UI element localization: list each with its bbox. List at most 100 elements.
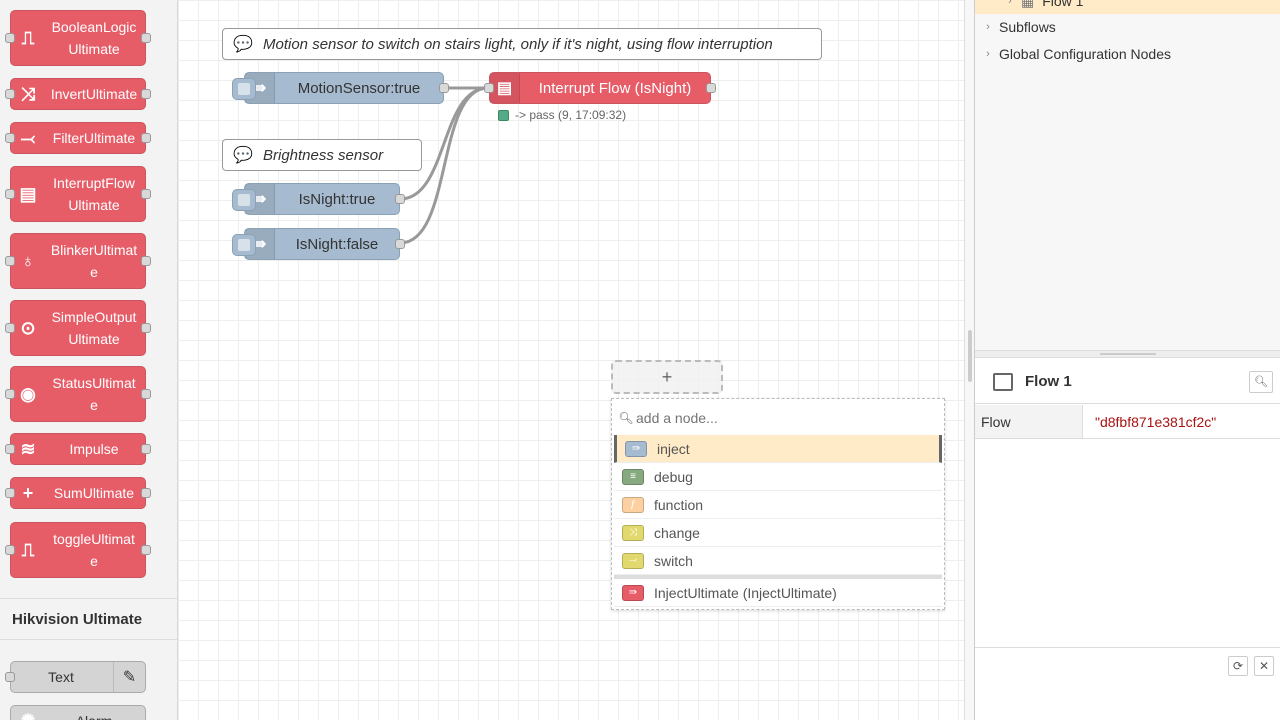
- palette-category-hikvision[interactable]: Hikvision Ultimate: [0, 598, 177, 640]
- inject-button[interactable]: [232, 234, 256, 256]
- info-header: Flow 1 🔍︎: [975, 360, 1280, 404]
- palette-node-toggle[interactable]: ⎍ toggleUltimat e: [5, 522, 151, 578]
- output-port[interactable]: [395, 194, 405, 204]
- property-row: Flow "d8fbf871e381cf2c": [975, 405, 1280, 439]
- node-label: IsNight:false: [295, 235, 379, 253]
- palette-node-label: InterruptFlow Ultimate: [53, 175, 135, 213]
- scrollbar-thumb[interactable]: [968, 330, 972, 382]
- palette-node-booleanlogic[interactable]: ⎍ BooleanLogic Ultimate: [5, 10, 151, 66]
- inject-node-icon: ⇛: [625, 440, 647, 457]
- search-button[interactable]: 🔍︎: [1249, 370, 1273, 393]
- property-key: Flow: [975, 405, 1083, 438]
- palette-node-invert[interactable]: ⤨ InvertUltimate: [5, 78, 151, 110]
- info-title: Flow 1: [1025, 373, 1072, 390]
- output-port[interactable]: [439, 83, 449, 93]
- workspace-scrollbar[interactable]: [964, 0, 974, 720]
- inject-button[interactable]: [232, 78, 256, 100]
- ghost-node-placeholder[interactable]: +: [611, 360, 723, 394]
- close-button[interactable]: ✕: [1254, 656, 1274, 676]
- item-label: InjectUltimate (InjectUltimate): [654, 584, 837, 601]
- plus-icon: +: [22, 482, 34, 503]
- output-port: [141, 189, 151, 199]
- palette-node-status[interactable]: ◉ StatusUltimat e: [5, 366, 151, 422]
- output-port[interactable]: [706, 83, 716, 93]
- function-node-icon: ƒ: [622, 496, 644, 513]
- inject-button[interactable]: [232, 189, 256, 211]
- tree-item-label: Global Configuration Nodes: [999, 46, 1171, 62]
- palette-node-simpleoutput[interactable]: ⊙ SimpleOutput Ultimate: [5, 300, 151, 356]
- tree-item-global-config[interactable]: › Global Configuration Nodes: [975, 41, 1280, 67]
- comment-node[interactable]: 💬 Brightness sensor: [222, 139, 422, 171]
- tree-item-subflows[interactable]: › Subflows: [975, 14, 1280, 40]
- output-port: [141, 89, 151, 99]
- node-label: Interrupt Flow (IsNight): [538, 79, 692, 97]
- palette-node-text[interactable]: Text ✎: [5, 661, 146, 693]
- close-icon: ✕: [1258, 659, 1270, 673]
- search-icon: 🔍︎: [1254, 376, 1268, 388]
- quick-add-separator: [614, 575, 942, 579]
- quick-add-item-inject[interactable]: ⇛ inject: [614, 435, 942, 463]
- input-port[interactable]: [484, 83, 494, 93]
- edit-icon: ✎: [113, 662, 145, 692]
- property-value: "d8fbf871e381cf2c": [1095, 413, 1217, 430]
- quick-add-list: ⇛ inject ≡ debug ƒ function ⤨ change ⤙ s…: [614, 435, 942, 607]
- palette-node-label: FilterUltimate: [52, 130, 136, 146]
- palette-node-impulse[interactable]: ≋ Impulse: [5, 433, 151, 465]
- palette-node-label: Alarm: [45, 706, 143, 720]
- chevron-right-icon: ›: [1008, 0, 1012, 7]
- palette-node-label: BlinkerUltimat e: [50, 242, 138, 280]
- palette-node-filter[interactable]: ⤙ FilterUltimate: [5, 122, 151, 154]
- invert-icon: ⤨: [20, 83, 36, 104]
- debug-node-icon: ≡: [622, 468, 644, 485]
- node-label: IsNight:true: [298, 190, 376, 208]
- flow-icon: ▦: [1021, 0, 1035, 9]
- input-port: [5, 323, 15, 333]
- chevron-right-icon: ›: [986, 21, 990, 33]
- comment-text: Motion sensor to switch on stairs light,…: [263, 35, 773, 53]
- input-port: [5, 189, 15, 199]
- palette-node-alarm[interactable]: ✺ Alarm: [10, 705, 146, 720]
- output-port: [141, 389, 151, 399]
- comment-node[interactable]: 💬 Motion sensor to switch on stairs ligh…: [222, 28, 822, 60]
- comment-icon: 💬: [233, 147, 253, 164]
- item-label: function: [654, 496, 704, 513]
- workspace-canvas[interactable]: 💬 Motion sensor to switch on stairs ligh…: [178, 0, 964, 720]
- inject-node-isnight-false[interactable]: ⇛ IsNight:false: [232, 228, 405, 260]
- quick-add-input[interactable]: [636, 410, 940, 426]
- quick-add-item-change[interactable]: ⤨ change: [614, 519, 942, 547]
- refresh-button[interactable]: ⟳: [1228, 656, 1248, 676]
- palette-node-label: Text: [48, 669, 74, 685]
- quick-add-item-function[interactable]: ƒ function: [614, 491, 942, 519]
- tree-item-flow1[interactable]: › ▦ Flow 1: [975, 0, 1280, 14]
- search-icon: 🔍︎: [618, 411, 634, 425]
- sidebar: › ▦ Flow 1 › Subflows › Global Configura…: [974, 0, 1280, 720]
- output-port: [141, 133, 151, 143]
- output-port[interactable]: [395, 239, 405, 249]
- palette-node-interruptflow[interactable]: ▤ InterruptFlow Ultimate: [5, 166, 151, 222]
- status-dot-icon: [498, 109, 509, 121]
- inject-node-isnight-true[interactable]: ⇛ IsNight:true: [232, 183, 405, 215]
- item-label: switch: [654, 552, 693, 569]
- sidebar-splitter[interactable]: [975, 350, 1280, 358]
- sidebar-footer: ⟳ ✕: [975, 647, 1280, 720]
- output-port: [141, 488, 151, 498]
- boolean-logic-icon: ⎍: [21, 27, 35, 48]
- quick-add-item-switch[interactable]: ⤙ switch: [614, 547, 942, 575]
- interrupt-flow-node[interactable]: ▤ Interrupt Flow (IsNight): [484, 72, 716, 104]
- palette-node-blinker[interactable]: ♁ BlinkerUltimat e: [5, 233, 151, 289]
- flow-icon: [993, 372, 1013, 391]
- palette-node-label: BooleanLogic Ultimate: [51, 19, 137, 57]
- inject-ultimate-node-icon: ⇛: [622, 584, 644, 601]
- output-icon: ⊙: [20, 317, 36, 338]
- output-port: [141, 545, 151, 555]
- interrupt-flow-icon: ▤: [19, 183, 37, 204]
- splitter-grip: [1100, 353, 1156, 355]
- item-label: change: [654, 524, 700, 541]
- quick-add-item-debug[interactable]: ≡ debug: [614, 463, 942, 491]
- inject-node-motion[interactable]: ⇛ MotionSensor:true: [232, 72, 449, 104]
- palette-node-sum[interactable]: + SumUltimate: [5, 477, 151, 509]
- palette-node-label: toggleUltimat e: [53, 531, 135, 569]
- alarm-icon: ✺: [11, 706, 45, 720]
- quick-add-item-injectultimate[interactable]: ⇛ InjectUltimate (InjectUltimate): [614, 579, 942, 607]
